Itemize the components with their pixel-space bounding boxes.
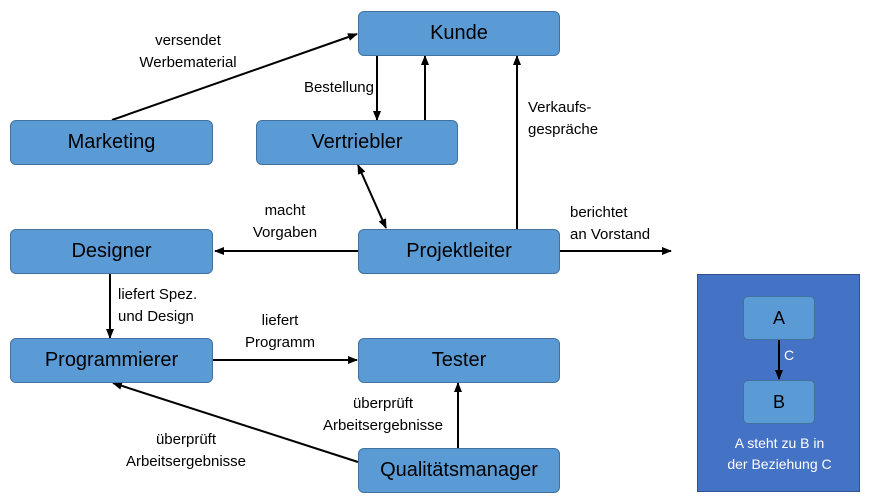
label-bestellung-line1: Bestellung: [303, 79, 374, 96]
legend-box: A C B A steht zu B in der Beziehung C: [697, 274, 860, 492]
label-programm-line2: Programm: [244, 334, 315, 351]
edge-qm-programmierer: [112, 381, 359, 463]
label-verkauf-line1: Verkaufs-: [528, 99, 592, 116]
label-spez: liefert Spez. und Design: [118, 284, 228, 328]
label-ueberprueft-tester-line2: Arbeitsergebnisse: [322, 417, 444, 434]
label-programm-line1: liefert: [261, 312, 299, 329]
label-ueberprueft-tester: überprüft Arbeitsergebnisse: [312, 393, 454, 437]
edge-vertriebler-projektleiter: [357, 164, 387, 229]
label-versendet-line1: versendet: [155, 32, 221, 49]
label-ueberprueft-prog: überprüft Arbeitsergebnisse: [114, 429, 258, 473]
legend-node-a: A: [743, 296, 815, 340]
label-versendet: versendet Werbematerial: [118, 30, 258, 74]
label-vorgaben-line1: macht: [264, 202, 306, 219]
label-berichtet-line2: an Vorstand: [570, 226, 651, 243]
label-verkauf-line2: gespräche: [528, 121, 599, 138]
legend-node-b: B: [743, 380, 815, 424]
legend-label-c: C: [784, 347, 795, 363]
legend-edge: [775, 340, 783, 380]
legend-caption-line2: der Beziehung C: [727, 456, 832, 472]
legend-caption: A steht zu B in der Beziehung C: [698, 433, 861, 475]
label-spez-line1: liefert Spez.: [118, 286, 198, 303]
legend-caption-line1: A steht zu B in: [734, 435, 825, 451]
node-designer[interactable]: Designer: [10, 229, 213, 274]
label-ueberprueft-prog-line1: überprüft: [155, 431, 217, 448]
node-vertriebler[interactable]: Vertriebler: [256, 120, 458, 165]
node-qualitaetsmanager[interactable]: Qualitätsmanager: [358, 448, 560, 493]
edge-marketing-kunde: [111, 33, 358, 121]
label-ueberprueft-prog-line2: Arbeitsergebnisse: [125, 453, 247, 470]
label-berichtet: berichtet an Vorstand: [570, 202, 680, 246]
label-spez-line2: und Design: [118, 308, 194, 325]
label-berichtet-line1: berichtet: [570, 204, 628, 221]
label-programm: liefert Programm: [232, 310, 328, 354]
label-bestellung: Bestellung: [288, 77, 374, 99]
label-versendet-line2: Werbematerial: [139, 54, 237, 71]
node-programmierer[interactable]: Programmierer: [10, 338, 213, 383]
node-tester[interactable]: Tester: [358, 338, 560, 383]
node-projektleiter[interactable]: Projektleiter: [358, 229, 560, 274]
label-vorgaben-line2: Vorgaben: [252, 224, 318, 241]
label-ueberprueft-tester-line1: überprüft: [352, 395, 414, 412]
node-marketing[interactable]: Marketing: [10, 120, 213, 165]
node-kunde[interactable]: Kunde: [358, 11, 560, 56]
label-verkauf: Verkaufs- gespräche: [528, 97, 618, 141]
label-vorgaben: macht Vorgaben: [238, 200, 332, 244]
